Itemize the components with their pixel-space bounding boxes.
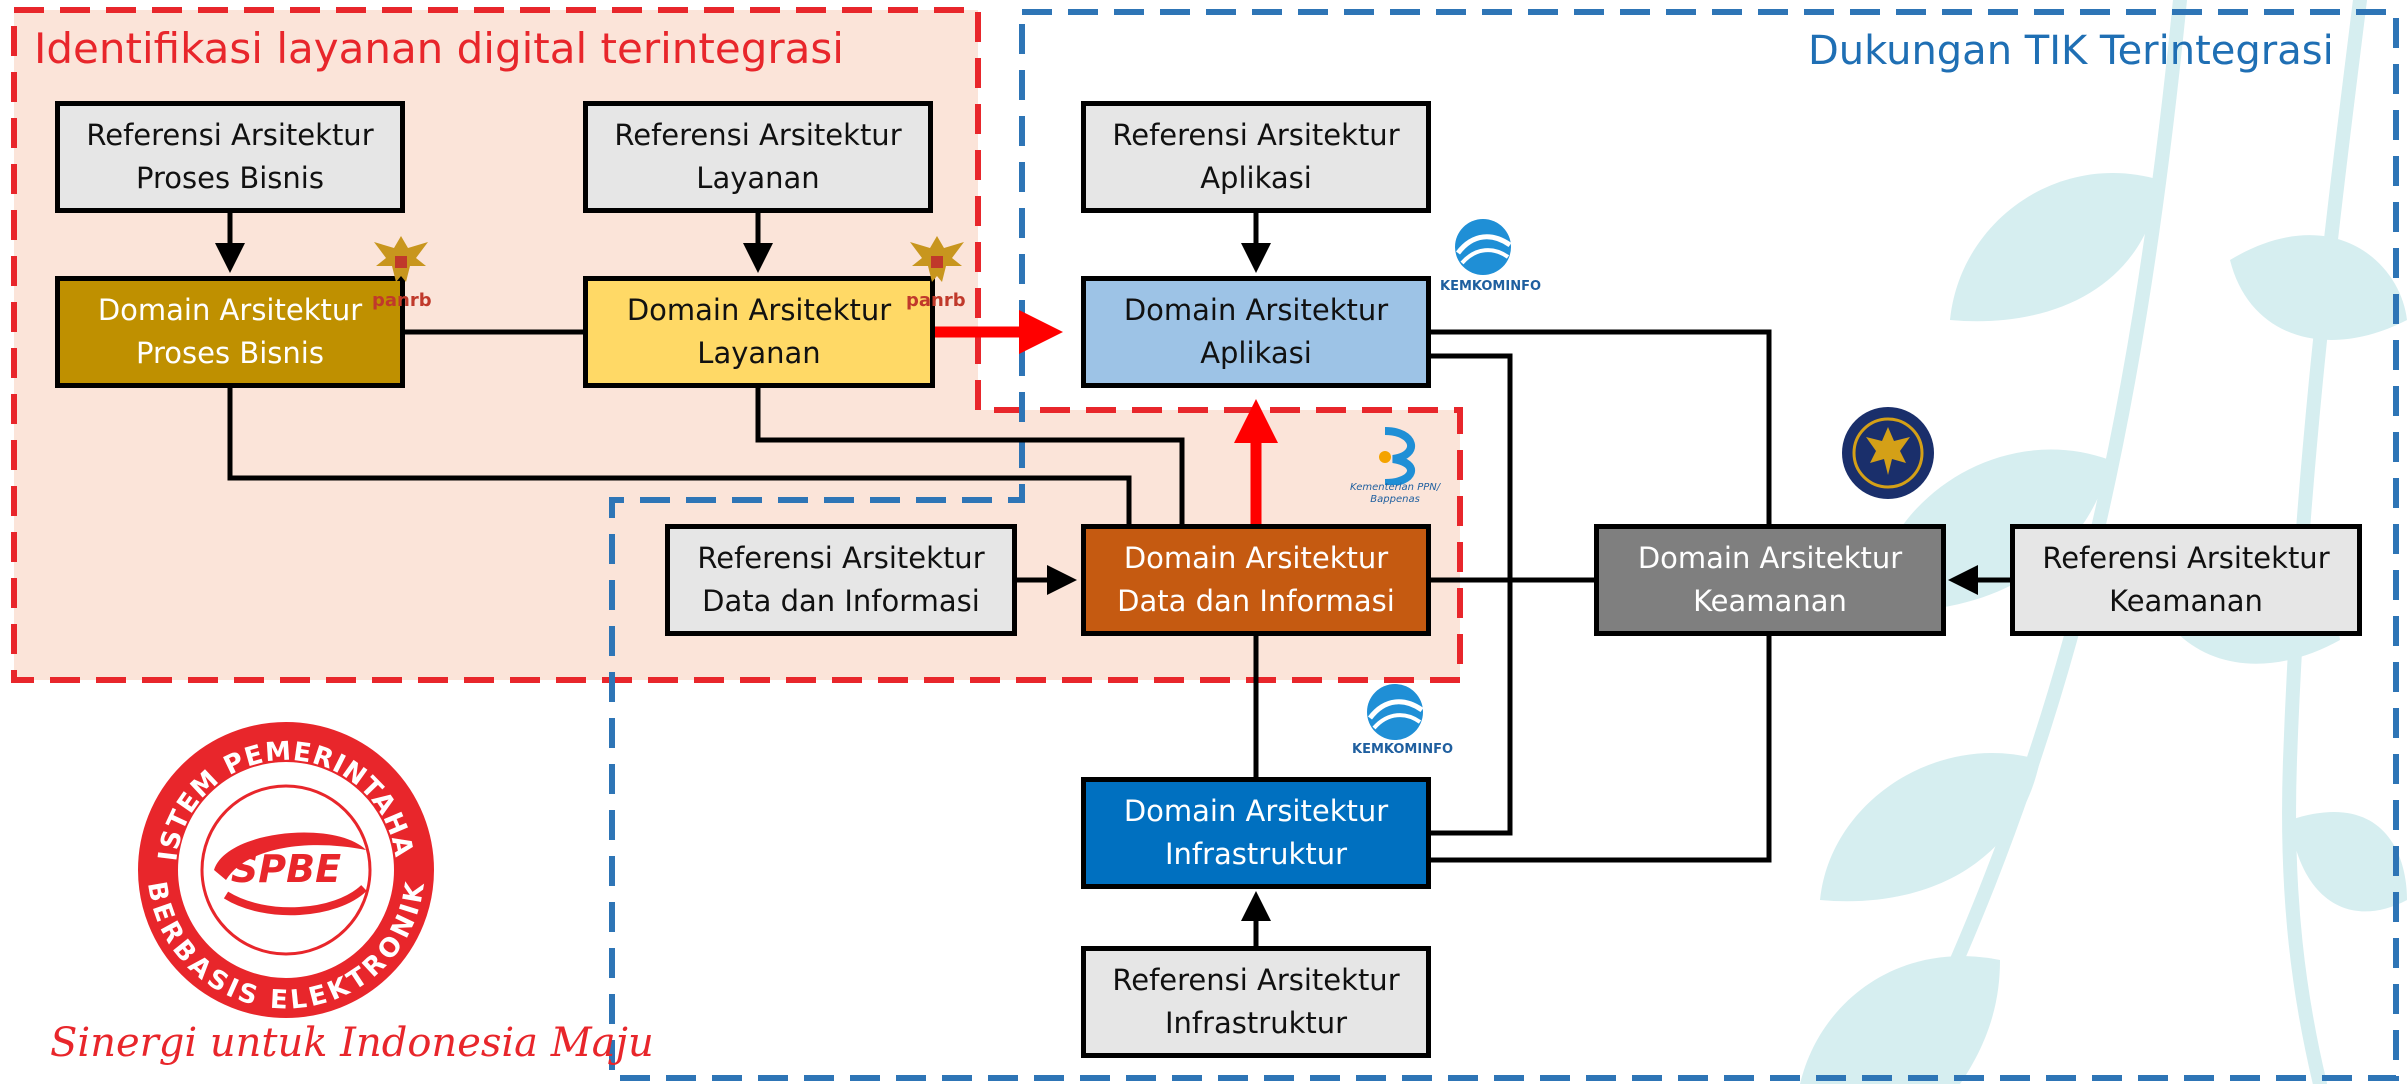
panrb-logo-1: panrb: [372, 290, 432, 311]
line-aplikasi-infrastruktur: [1429, 353, 1513, 836]
dom-keamanan-box: Domain Arsitektur Keamanan: [1594, 524, 1946, 636]
ref-proses-bisnis-box: Referensi Arsitektur Proses Bisnis: [55, 101, 405, 213]
spbe-logo: SISTEM PEMERINTAHAN BERBASIS ELEKTRONIK …: [136, 720, 434, 1018]
line-aplikasi-keamanan: [1429, 329, 1772, 524]
spbe-center-text: SPBE: [231, 847, 341, 891]
line-layanan-data: [755, 388, 1185, 524]
dom-aplikasi-box: Domain Arsitektur Aplikasi: [1081, 276, 1431, 388]
bappenas-icon: [1379, 427, 1415, 485]
dom-proses-bisnis-box: Domain Arsitektur Proses Bisnis: [55, 276, 405, 388]
ref-layanan-box: Referensi Arsitektur Layanan: [583, 101, 933, 213]
ref-data-box: Referensi Arsitektur Data dan Informasi: [665, 524, 1017, 636]
line-proses-data: [227, 388, 1132, 524]
bappenas-logo: Kementerian PPN/ Bappenas: [1350, 482, 1441, 505]
spbe-tagline: Sinergi untuk Indonesia Maju: [50, 1020, 654, 1066]
ict-support-region: [609, 9, 2399, 1081]
kemkominfo-logo-1: KEMKOMINFO: [1440, 279, 1542, 294]
kominfo-icon: [1367, 684, 1424, 740]
line-keamanan-infrastruktur: [1429, 636, 1772, 863]
garuda-icon: [374, 236, 428, 282]
bssn-seal-icon: [1842, 407, 1934, 499]
dom-infrastruktur-box: Domain Arsitektur Infrastruktur: [1081, 777, 1431, 889]
ref-keamanan-box: Referensi Arsitektur Keamanan: [2010, 524, 2362, 636]
ref-infrastruktur-box: Referensi Arsitektur Infrastruktur: [1081, 946, 1431, 1058]
panrb-logo-2: panrb: [906, 290, 966, 311]
ref-aplikasi-box: Referensi Arsitektur Aplikasi: [1081, 101, 1431, 213]
digital-services-title: Identifikasi layanan digital terintegras…: [34, 24, 844, 73]
dom-data-box: Domain Arsitektur Data dan Informasi: [1081, 524, 1431, 636]
kominfo-icon: [1455, 219, 1512, 275]
kemkominfo-logo-2: KEMKOMINFO: [1352, 742, 1454, 757]
ict-support-title: Dukungan TIK Terintegrasi: [1808, 28, 2334, 74]
garuda-icon: [910, 236, 964, 282]
dom-layanan-box: Domain Arsitektur Layanan: [583, 276, 935, 388]
